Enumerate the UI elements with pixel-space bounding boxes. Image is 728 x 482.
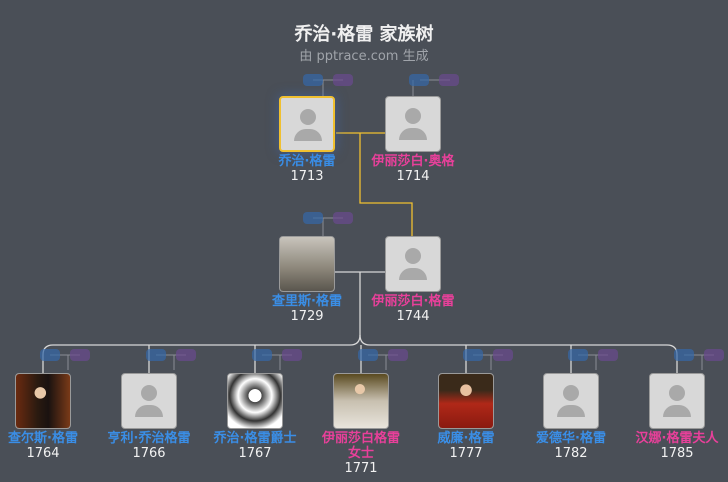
mother-link-button[interactable] [333,74,353,86]
person-node[interactable]: 亨利·乔治格雷 1766 [94,373,204,462]
person-name[interactable]: 亨利·乔治格雷 [107,431,191,446]
mother-link-button[interactable] [704,349,724,361]
person-birth-year: 1729 [290,309,324,324]
person-avatar[interactable] [385,236,441,292]
person-name[interactable]: 查里斯·格雷 [272,294,342,309]
person-avatar[interactable] [543,373,599,429]
mother-link-button[interactable] [439,74,459,86]
person-name[interactable]: 威廉·格雷 [437,431,495,446]
person-birth-year: 1777 [449,446,483,461]
person-birth-year: 1771 [344,461,378,476]
page-title: 乔治·格雷 家族树 [294,24,434,45]
mother-link-button[interactable] [176,349,196,361]
father-link-button[interactable] [146,349,166,361]
avatar-placeholder-icon [669,385,685,401]
father-link-button[interactable] [358,349,378,361]
person-node[interactable]: 威廉·格雷 1777 [411,373,521,462]
person-avatar[interactable] [333,373,389,429]
father-link-button[interactable] [252,349,272,361]
person-avatar[interactable] [385,96,441,152]
father-link-button[interactable] [463,349,483,361]
father-link-button[interactable] [674,349,694,361]
person-birth-year: 1782 [554,446,588,461]
avatar-placeholder-icon [141,385,157,401]
father-link-button[interactable] [40,349,60,361]
person-name[interactable]: 伊丽莎白格雷女士 [321,431,400,461]
avatar-placeholder-icon [300,109,316,125]
person-node[interactable]: 查尔斯·格雷 1764 [0,373,98,462]
person-node[interactable]: 乔治·格雷 1713 [252,96,362,185]
person-avatar[interactable] [227,373,283,429]
page-subtitle: 由 pptrace.com 生成 [299,49,429,64]
person-birth-year: 1713 [290,169,324,184]
avatar-placeholder-icon [563,385,579,401]
person-avatar[interactable] [121,373,177,429]
mother-link-button[interactable] [333,212,353,224]
person-node[interactable]: 爱德华·格雷 1782 [516,373,626,462]
mother-link-button[interactable] [493,349,513,361]
person-name[interactable]: 乔治·格雷爵士 [213,431,297,446]
person-avatar[interactable] [279,96,335,152]
avatar-placeholder-icon [405,108,421,124]
person-name[interactable]: 伊丽莎白·格雷 [371,294,455,309]
person-birth-year: 1714 [396,169,430,184]
person-node[interactable]: 乔治·格雷爵士 1767 [200,373,310,462]
person-birth-year: 1767 [238,446,272,461]
avatar-placeholder-icon [405,248,421,264]
portrait-photo [16,374,70,428]
person-name[interactable]: 汉娜·格雷夫人 [635,431,719,446]
mother-link-button[interactable] [70,349,90,361]
person-birth-year: 1744 [396,309,430,324]
mother-link-button[interactable] [598,349,618,361]
person-name[interactable]: 乔治·格雷 [278,154,336,169]
person-birth-year: 1764 [26,446,60,461]
person-avatar[interactable] [15,373,71,429]
person-birth-year: 1785 [660,446,694,461]
portrait-photo [439,374,493,428]
portrait-photo [280,237,334,291]
father-link-button[interactable] [303,212,323,224]
father-link-button[interactable] [303,74,323,86]
person-name[interactable]: 爱德华·格雷 [536,431,606,446]
person-avatar[interactable] [649,373,705,429]
portrait-photo [228,374,282,428]
person-name[interactable]: 伊丽莎白·奥格 [371,154,455,169]
person-node[interactable]: 伊丽莎白·格雷 1744 [358,236,468,325]
person-node[interactable]: 查里斯·格雷 1729 [252,236,362,325]
person-avatar[interactable] [279,236,335,292]
person-node[interactable]: 汉娜·格雷夫人 1785 [622,373,728,462]
person-avatar[interactable] [438,373,494,429]
mother-link-button[interactable] [282,349,302,361]
spouse-connector-gen1 [336,132,413,236]
father-link-button[interactable] [409,74,429,86]
mother-link-button[interactable] [388,349,408,361]
portrait-photo [334,374,388,428]
person-node[interactable]: 伊丽莎白·奥格 1714 [358,96,468,185]
person-node[interactable]: 伊丽莎白格雷女士 1771 [306,373,416,477]
person-name[interactable]: 查尔斯·格雷 [8,431,78,446]
father-link-button[interactable] [568,349,588,361]
person-birth-year: 1766 [132,446,166,461]
